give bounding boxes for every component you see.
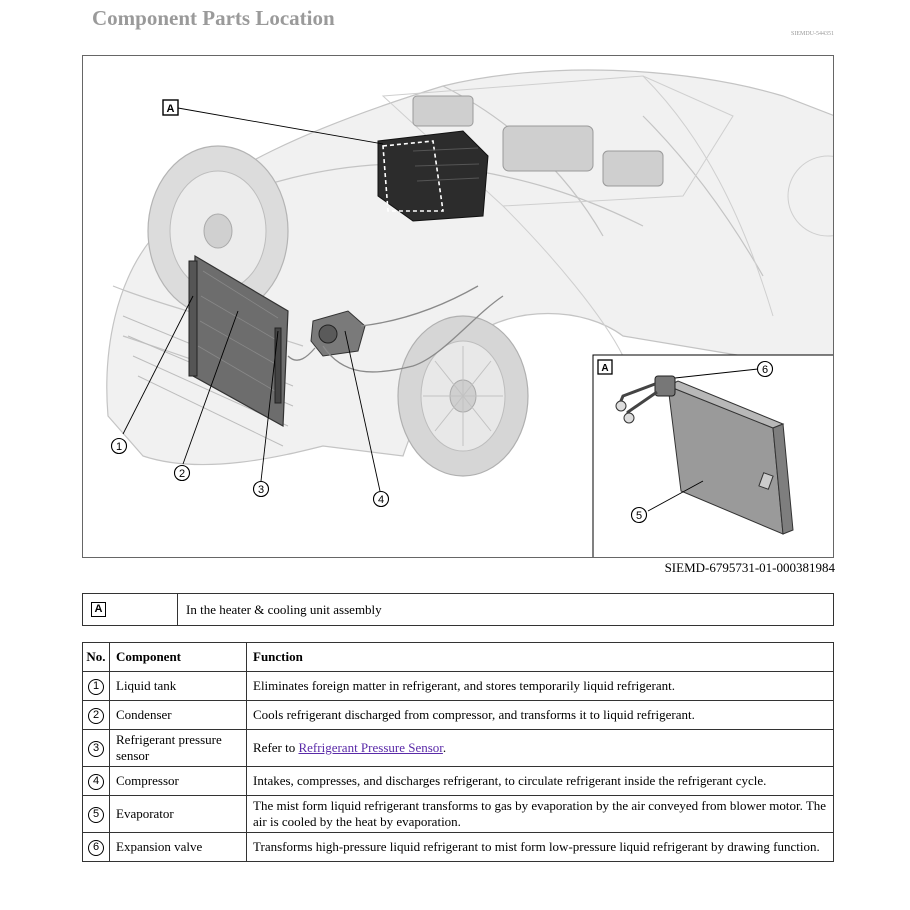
figure-id: SIEMD-6795731-01-000381984	[664, 560, 835, 575]
row-number: 4	[88, 773, 104, 790]
parts-table: No. Component Function 1 Liquid tank Eli…	[82, 642, 834, 862]
legend-key-letter: A	[91, 602, 106, 617]
table-row: 5 Evaporator The mist form liquid refrig…	[82, 795, 834, 833]
document-code: SIEMDU-544351	[791, 31, 834, 37]
callout-6: 6	[756, 360, 774, 378]
header-function: Function	[246, 642, 834, 672]
inset-view-A: A 6 5	[592, 354, 833, 557]
svg-text:1: 1	[116, 441, 122, 453]
function-suffix: .	[442, 740, 447, 755]
row-function: Refer to Refrigerant Pressure Sensor.	[246, 729, 834, 767]
row-component: Expansion valve	[109, 832, 247, 862]
svg-text:A: A	[601, 363, 608, 374]
table-row: 6 Expansion valve Transforms high-pressu…	[82, 832, 834, 862]
svg-text:6: 6	[762, 364, 768, 376]
callout-3: 3	[252, 480, 270, 498]
header-component: Component	[109, 642, 247, 672]
page-title: Component Parts Location	[92, 6, 335, 30]
table-header-row: No. Component Function	[82, 642, 834, 672]
row-number: 5	[88, 806, 104, 823]
function-prefix: Refer to	[253, 740, 299, 755]
engine-parts-ghost	[412, 95, 664, 187]
svg-text:4: 4	[378, 494, 384, 506]
row-function: Eliminates foreign matter in refrigerant…	[246, 671, 834, 701]
refrigerant-pressure-sensor-link[interactable]: Refrigerant Pressure Sensor	[298, 740, 443, 755]
row-component: Compressor	[109, 766, 247, 796]
refrigerant-lines	[287, 285, 504, 373]
callout-5: 5	[630, 506, 648, 524]
legend-text: In the heater & cooling unit assembly	[186, 601, 382, 617]
callout-2: 2	[173, 464, 191, 482]
leader-lines	[122, 107, 384, 492]
table-row: 2 Condenser Cools refrigerant discharged…	[82, 700, 834, 730]
table-row: 1 Liquid tank Eliminates foreign matter …	[82, 671, 834, 701]
condenser-assembly	[188, 254, 289, 427]
row-number: 2	[88, 707, 104, 724]
callout-4: 4	[372, 490, 390, 508]
header-no: No.	[82, 642, 110, 672]
legend-key: A	[83, 594, 178, 625]
component-location-figure: A 1 2 3 4 A	[82, 55, 834, 558]
svg-text:3: 3	[258, 484, 264, 496]
row-function: Intakes, compresses, and discharges refr…	[246, 766, 834, 796]
callout-A-main: A	[162, 99, 179, 116]
row-function: Cools refrigerant discharged from compre…	[246, 700, 834, 730]
svg-text:5: 5	[636, 510, 642, 522]
row-component: Evaporator	[109, 795, 247, 833]
compressor	[310, 310, 366, 357]
front-right-wheel	[397, 315, 529, 477]
row-number: 1	[88, 678, 104, 695]
row-number: 6	[88, 839, 104, 856]
table-row: 3 Refrigerant pressure sensor Refer to R…	[82, 729, 834, 767]
svg-text:A: A	[167, 103, 175, 115]
row-component: Liquid tank	[109, 671, 247, 701]
callout-1: 1	[110, 437, 128, 455]
table-row: 4 Compressor Intakes, compresses, and di…	[82, 766, 834, 796]
legend-box: A In the heater & cooling unit assembly	[82, 593, 834, 626]
row-function: The mist form liquid refrigerant transfo…	[246, 795, 834, 833]
row-number: 3	[88, 740, 104, 757]
row-function: Transforms high-pressure liquid refriger…	[246, 832, 834, 862]
row-component: Refrigerant pressure sensor	[109, 729, 247, 767]
row-component: Condenser	[109, 700, 247, 730]
heater-cooling-unit	[377, 130, 489, 222]
svg-text:2: 2	[179, 468, 185, 480]
vehicle-illustration: A 1 2 3 4 A	[106, 69, 833, 557]
